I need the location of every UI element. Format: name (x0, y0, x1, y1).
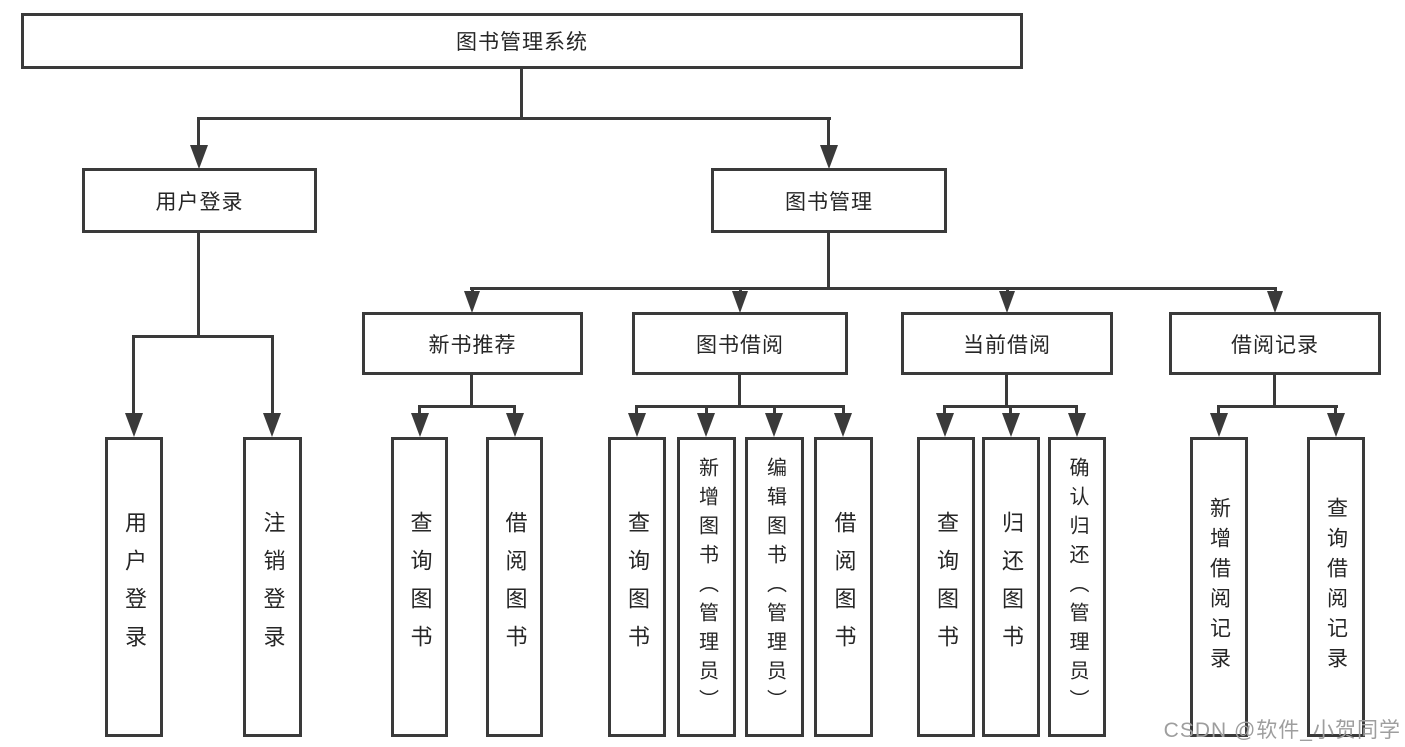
node-book-management-label: 图书管理 (785, 190, 873, 214)
leaf-query-books-3: 查询图书 (917, 437, 975, 737)
arrow-to-query-books-2 (628, 413, 646, 437)
node-current-borrowing-label: 当前借阅 (963, 333, 1051, 357)
leaf-add-borrow-record: 新增借阅记录 (1190, 437, 1248, 737)
leaf-query-books-3-label: 查询图书 (934, 511, 959, 663)
node-root-label: 图书管理系统 (456, 31, 588, 54)
connector-new-book-branch (418, 405, 516, 408)
connector-leaf-user-login-drop (132, 335, 135, 414)
connector-user-login-branch (132, 335, 274, 338)
connector-book-mgmt-stem (827, 233, 830, 289)
arrow-to-leaf-user-login (125, 413, 143, 437)
connector-book-borrow-branch (635, 405, 845, 408)
node-current-borrowing: 当前借阅 (901, 312, 1113, 375)
leaf-query-borrow-record-label: 查询借阅记录 (1324, 497, 1348, 677)
arrow-to-borrow-records (1267, 291, 1283, 313)
connector-root-branch (198, 117, 831, 120)
connector-user-login-stem (197, 233, 200, 337)
node-book-management: 图书管理 (711, 168, 947, 233)
arrow-to-current-borrow (999, 291, 1015, 313)
arrow-to-confirm-return (1068, 413, 1086, 437)
node-new-book-recommend-label: 新书推荐 (428, 333, 517, 357)
arrow-to-edit-book (765, 413, 783, 437)
leaf-borrow-books-2: 借阅图书 (814, 437, 873, 737)
arrow-to-book-mgmt (820, 145, 838, 169)
connector-query-books-3-drop (943, 405, 946, 415)
connector-query-books-2-drop (635, 405, 638, 415)
node-book-borrowing: 图书借阅 (632, 312, 848, 375)
csdn-watermark: CSDN @软件_小贺同学 (1163, 719, 1401, 742)
node-new-book-recommend: 新书推荐 (362, 312, 583, 375)
arrow-to-add-record (1210, 413, 1228, 437)
leaf-return-book-label: 归还图书 (999, 511, 1024, 663)
node-user-login-label: 用户登录 (155, 190, 244, 214)
node-root: 图书管理系统 (21, 13, 1023, 69)
leaf-return-book: 归还图书 (982, 437, 1040, 737)
leaf-edit-book-admin-label: 编辑图书（管理员） (763, 456, 786, 718)
node-book-borrowing-label: 图书借阅 (696, 333, 784, 357)
leaf-logout: 注销登录 (243, 437, 302, 737)
leaf-confirm-return-admin-label: 确认归还（管理员） (1066, 456, 1088, 718)
connector-return-book-drop (1009, 405, 1012, 415)
leaf-borrow-books-2-label: 借阅图书 (831, 511, 857, 663)
connector-root-stem (520, 69, 523, 118)
node-borrowing-records: 借阅记录 (1169, 312, 1381, 375)
leaf-query-books-2: 查询图书 (608, 437, 666, 737)
arrow-to-query-books-1 (411, 413, 429, 437)
leaf-edit-book-admin: 编辑图书（管理员） (745, 437, 804, 737)
leaf-add-borrow-record-label: 新增借阅记录 (1207, 497, 1231, 677)
connector-query-books-1-drop (418, 405, 421, 415)
arrow-to-borrow-books-2 (834, 413, 852, 437)
leaf-user-login-label: 用户登录 (122, 511, 147, 663)
arrow-to-query-books-3 (936, 413, 954, 437)
connector-new-book-stem (470, 375, 473, 407)
connector-book-mgmt-branch (470, 287, 1277, 290)
leaf-query-books-1-label: 查询图书 (407, 511, 433, 663)
leaf-query-borrow-record: 查询借阅记录 (1307, 437, 1365, 737)
leaf-borrow-books-1-label: 借阅图书 (502, 511, 528, 663)
leaf-borrow-books-1: 借阅图书 (486, 437, 543, 737)
arrow-to-book-borrow (732, 291, 748, 313)
leaf-query-books-1: 查询图书 (391, 437, 448, 737)
leaf-logout-label: 注销登录 (260, 511, 286, 663)
connector-borrow-books-1-drop (513, 405, 516, 415)
leaf-query-books-2-label: 查询图书 (625, 511, 650, 663)
connector-add-record-drop (1217, 405, 1220, 415)
connector-leaf-logout-drop (271, 335, 274, 414)
connector-current-borrow-stem (1005, 375, 1008, 407)
arrow-to-query-record (1327, 413, 1345, 437)
connector-query-record-drop (1334, 405, 1337, 415)
connector-user-login-drop (197, 117, 200, 147)
connector-book-borrow-stem (738, 375, 741, 407)
arrow-to-return-book (1002, 413, 1020, 437)
arrow-to-user-login (190, 145, 208, 169)
connector-add-book-drop (705, 405, 708, 415)
leaf-add-book-admin: 新增图书（管理员） (677, 437, 736, 737)
connector-borrow-books-2-drop (842, 405, 845, 415)
connector-borrow-records-stem (1273, 375, 1276, 407)
node-user-login: 用户登录 (82, 168, 317, 233)
arrow-to-new-book (464, 291, 480, 313)
connector-book-mgmt-drop (827, 117, 830, 147)
leaf-confirm-return-admin: 确认归还（管理员） (1048, 437, 1106, 737)
node-borrowing-records-label: 借阅记录 (1231, 333, 1319, 357)
arrow-to-borrow-books-1 (506, 413, 524, 437)
connector-edit-book-drop (773, 405, 776, 415)
arrow-to-leaf-logout (263, 413, 281, 437)
connector-confirm-return-drop (1075, 405, 1078, 415)
leaf-add-book-admin-label: 新增图书（管理员） (695, 456, 718, 718)
arrow-to-add-book (697, 413, 715, 437)
connector-borrow-records-branch (1217, 405, 1338, 408)
leaf-user-login: 用户登录 (105, 437, 163, 737)
